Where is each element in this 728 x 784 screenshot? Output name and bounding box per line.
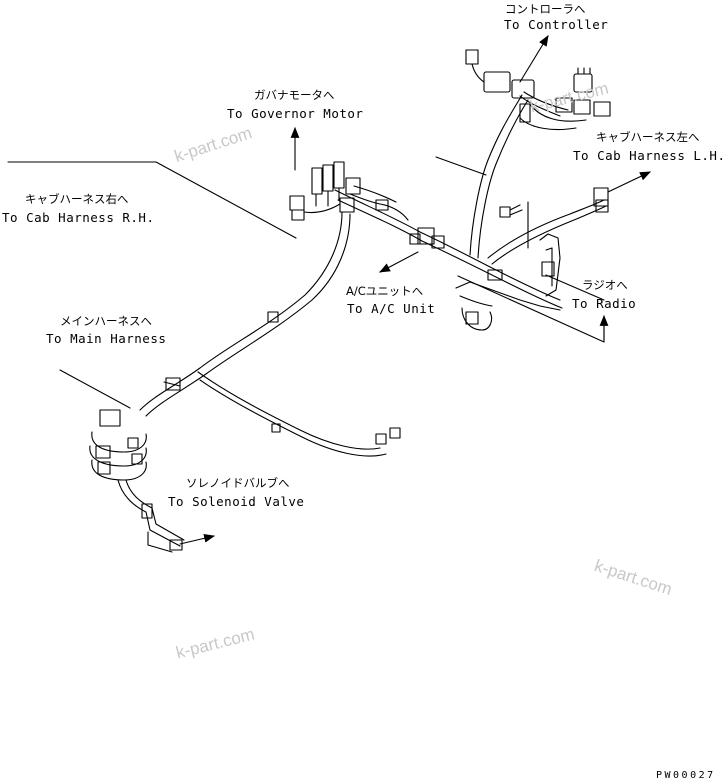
label-radio-en: To Radio: [572, 296, 637, 311]
main-harness-cable: [139, 211, 351, 417]
controller-branch-cable: [469, 94, 529, 259]
main-harness-connectors: [89, 409, 147, 481]
label-cab-lh-ja: キャブハーネス左へ: [596, 130, 700, 144]
label-governor-en: To Governor Motor: [227, 106, 364, 121]
label-cab-rh-en: To Cab Harness R.H.: [2, 210, 155, 225]
label-governor-ja: ガバナモータへ: [254, 88, 335, 102]
label-solenoid-ja: ソレノイドバルブへ: [186, 476, 290, 490]
drawing-code: PW00027: [656, 770, 716, 781]
ac-unit-connector: [409, 227, 445, 249]
radio-bracket: [455, 233, 561, 331]
label-controller-en: To Controller: [504, 17, 609, 32]
label-cab-lh-en: To Cab Harness L.H.: [573, 148, 726, 163]
label-ac-unit-en: To A/C Unit: [347, 301, 436, 316]
lower-branch-cable: [197, 371, 401, 457]
arrows: [179, 35, 651, 545]
controller-connectors: [465, 49, 611, 131]
label-controller-ja: コントローラへ: [505, 2, 586, 16]
label-ac-unit-ja: A/Cユニットへ: [346, 284, 424, 298]
label-main-harness-ja: メインハーネスへ: [60, 314, 152, 328]
solenoid-branch-cable: [117, 479, 185, 553]
label-radio-ja: ラジオへ: [582, 278, 628, 292]
governor-connectors: [289, 161, 409, 221]
main-trunk-cable: [334, 189, 563, 309]
label-solenoid-en: To Solenoid Valve: [168, 494, 305, 509]
bolt: [499, 201, 529, 249]
leader-lines: [7, 156, 605, 409]
cab-lh-branch-cable: [487, 187, 609, 265]
label-cab-rh-ja: キャブハーネス右へ: [25, 192, 129, 206]
label-main-harness-en: To Main Harness: [46, 331, 167, 346]
